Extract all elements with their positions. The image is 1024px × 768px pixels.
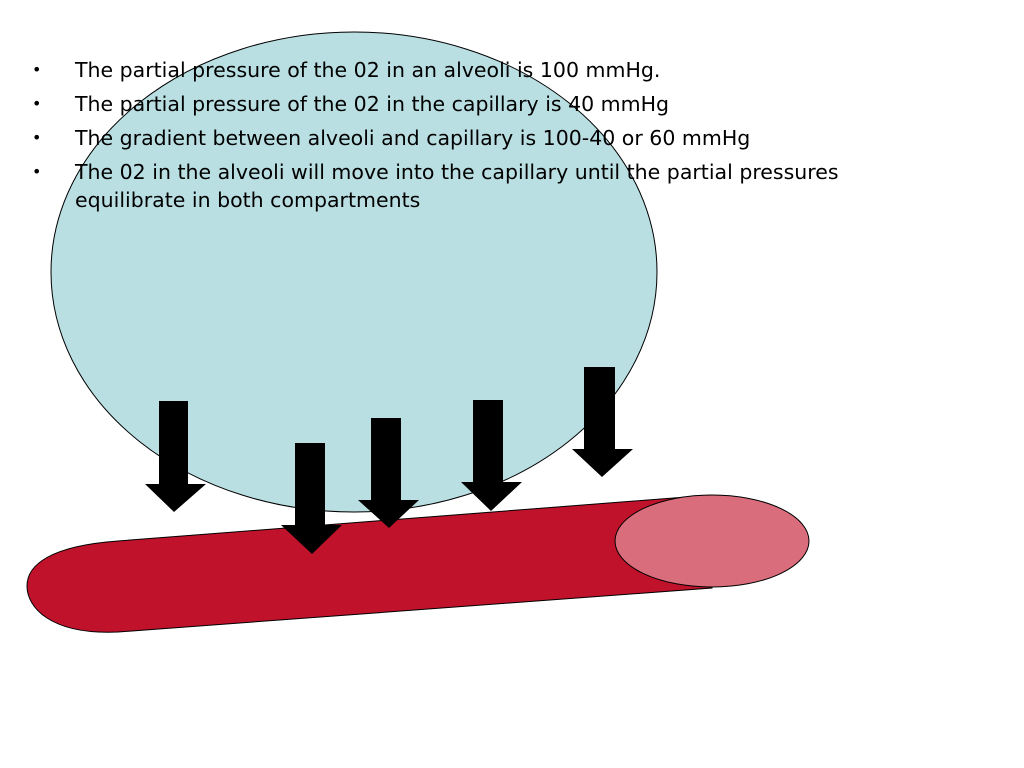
capillary-end-opening <box>614 494 810 588</box>
bullet-item: • The partial pressure of the 02 in the … <box>30 90 890 118</box>
bullet-icon: • <box>32 94 42 113</box>
bullet-item: • The gradient between alveoli and capil… <box>30 124 890 152</box>
bullet-text: The 02 in the alveoli will move into the… <box>75 160 839 212</box>
capillary-tube <box>26 494 713 633</box>
bullet-icon: • <box>32 162 42 181</box>
down-arrow-icon <box>461 400 522 511</box>
bullet-item: • The 02 in the alveoli will move into t… <box>30 158 890 214</box>
down-arrow-icon <box>358 418 419 528</box>
diffusion-arrows <box>145 367 633 554</box>
bullet-list: • The partial pressure of the 02 in an a… <box>30 56 890 220</box>
bullet-icon: • <box>32 128 42 147</box>
bullet-text: The partial pressure of the 02 in an alv… <box>75 58 661 82</box>
bullet-icon: • <box>32 60 42 79</box>
bullet-text: The partial pressure of the 02 in the ca… <box>75 92 670 116</box>
bullet-item: • The partial pressure of the 02 in an a… <box>30 56 890 84</box>
down-arrow-icon <box>145 401 206 512</box>
down-arrow-icon <box>281 443 342 554</box>
down-arrow-icon <box>572 367 633 477</box>
alveolus-shape <box>50 31 658 513</box>
bullet-text: The gradient between alveoli and capilla… <box>75 126 751 150</box>
